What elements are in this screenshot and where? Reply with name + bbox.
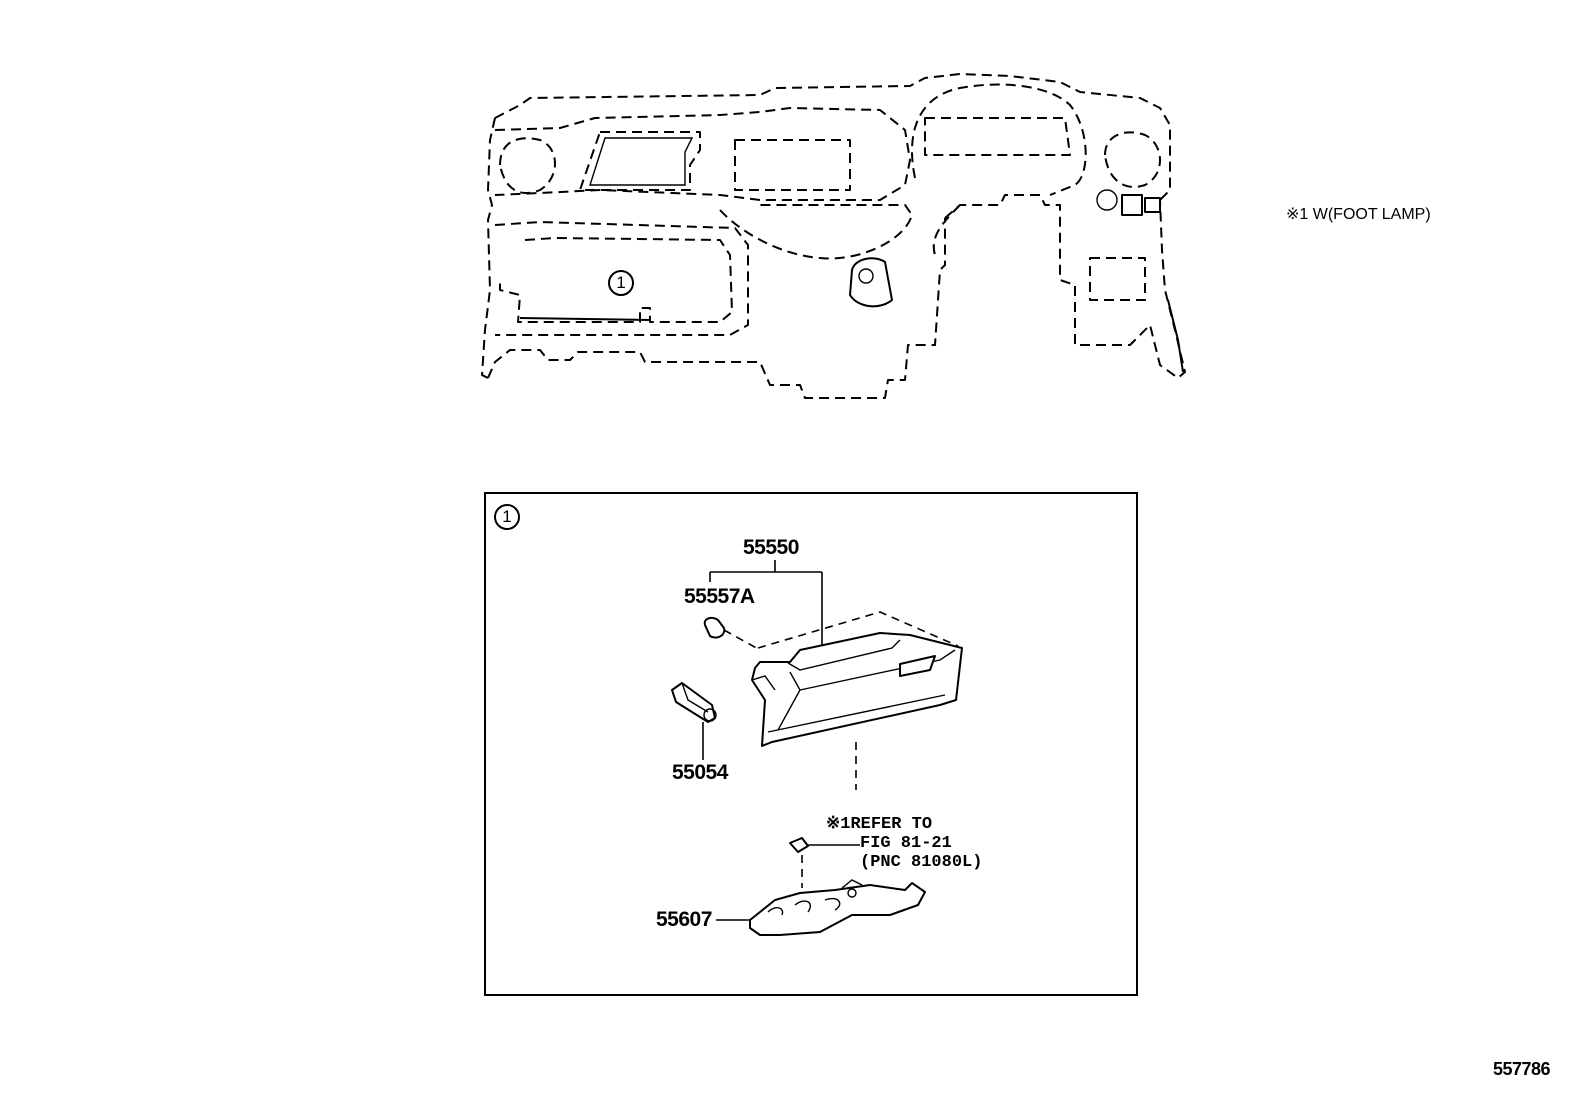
refer-line-1: ※1REFER TO	[826, 815, 933, 834]
callout-detail: 1	[494, 504, 520, 530]
foot-lamp-note: ※1 W(FOOT LAMP)	[1286, 206, 1431, 223]
instrument-panel-outline	[481, 73, 1186, 399]
refer-note: ※1REFER TO FIG 81-21 (PNC 81080L)	[826, 815, 982, 872]
part-label-55607[interactable]: 55607	[656, 908, 712, 931]
detail-parts	[671, 560, 963, 936]
part-label-55054[interactable]: 55054	[672, 761, 728, 784]
detail-view-frame: 1	[484, 492, 1138, 996]
refer-line-3: (PNC 81080L)	[860, 853, 983, 873]
part-label-55550[interactable]: 55550	[743, 536, 799, 559]
callout-main-glove-area[interactable]: 1	[608, 270, 634, 296]
callout-detail-number: 1	[502, 507, 512, 526]
callout-main-number: 1	[616, 273, 626, 292]
refer-line-2: FIG 81-21	[860, 834, 952, 854]
part-label-55557A[interactable]: 55557A	[684, 585, 755, 608]
illustration-number: 557786	[1493, 1059, 1551, 1079]
